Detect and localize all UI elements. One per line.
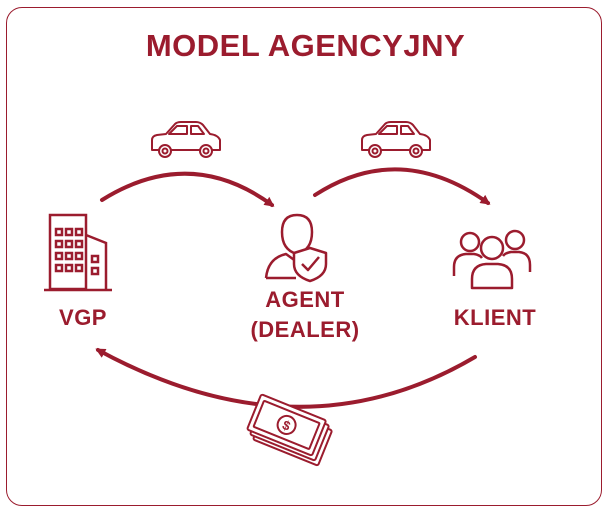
arrow-agent-to-klient: [313, 167, 491, 205]
money-stack-icon: $: [246, 393, 333, 467]
car-icon: [361, 121, 431, 158]
agent-with-shield-icon: [264, 213, 328, 283]
arrow-vgp-to-agent: [100, 171, 275, 207]
node-label-agent: AGENT (DEALER): [205, 285, 405, 345]
arrow-klient-to-vgp: [95, 348, 477, 409]
office-building-icon: [44, 213, 112, 292]
diagram-frame: [6, 7, 602, 506]
car-icon: [151, 121, 221, 158]
node-label-klient: KLIENT: [453, 305, 537, 330]
node-label-agent-line1: AGENT: [265, 287, 345, 312]
node-label-vgp: VGP: [59, 305, 107, 330]
node-label-agent-line2: (DEALER): [250, 317, 360, 342]
group-of-people-icon: [452, 229, 532, 290]
diagram-title: MODEL AGENCYJNY: [145, 28, 466, 63]
